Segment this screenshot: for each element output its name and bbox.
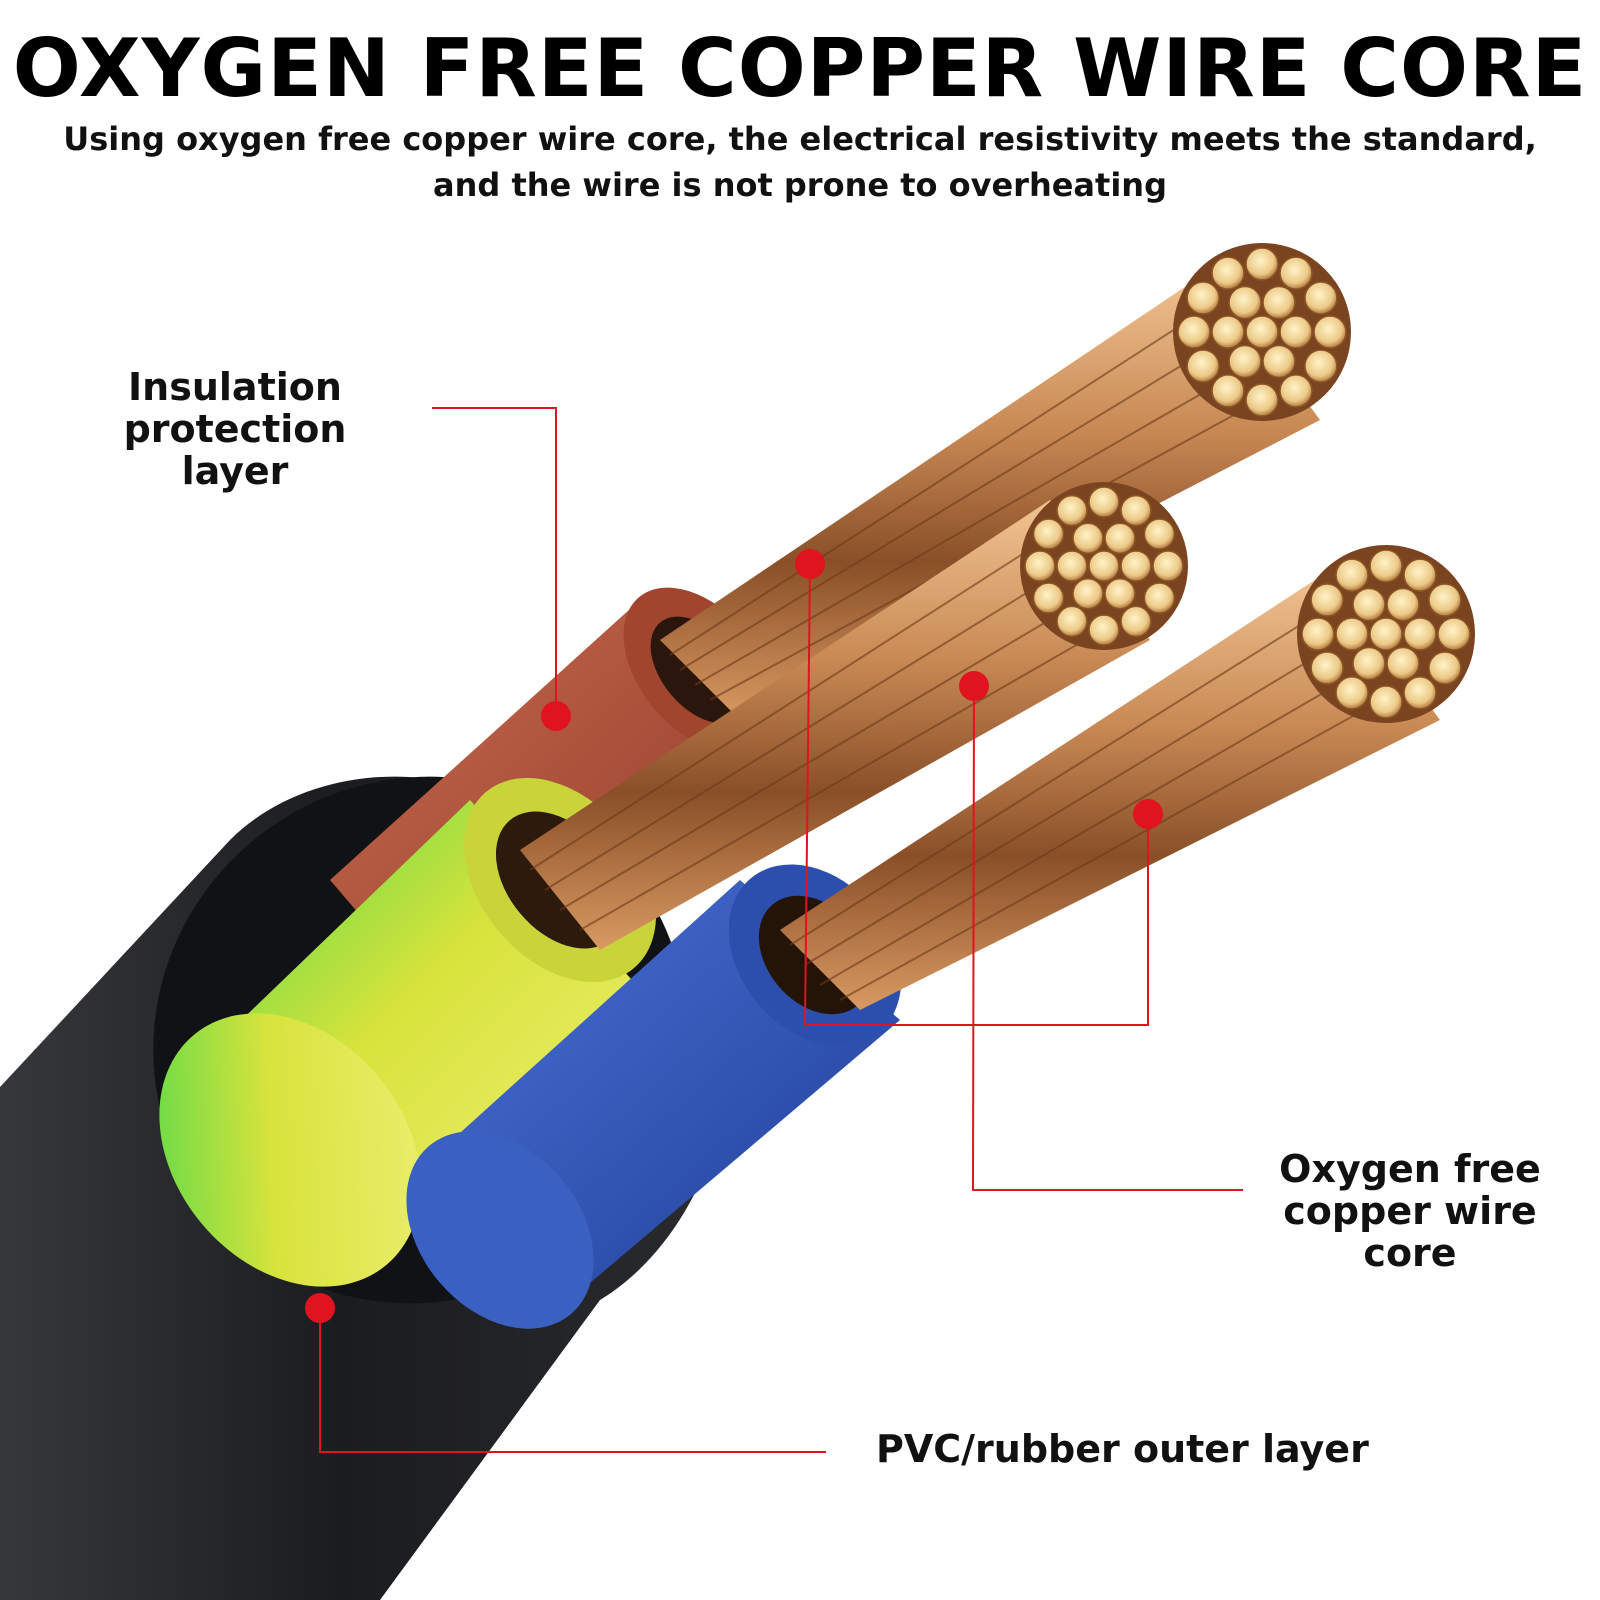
- label-insulation-line-2: protection layer: [123, 407, 347, 493]
- strand-end: [1304, 281, 1338, 315]
- green-yellow-conductor: [159, 500, 1150, 1287]
- strand-end: [1088, 486, 1120, 518]
- strand-end: [1279, 256, 1313, 290]
- strand-end: [1024, 550, 1056, 582]
- strand-end: [1143, 582, 1176, 614]
- strand-end: [1369, 617, 1403, 651]
- strand-end: [1228, 285, 1262, 320]
- strand-end: [1032, 518, 1065, 550]
- strand-end: [1310, 651, 1344, 685]
- strand-end: [1403, 617, 1437, 651]
- strand-end: [1211, 315, 1245, 349]
- strand-end: [1279, 374, 1313, 408]
- strand-end: [1088, 614, 1120, 646]
- callout-outer: [319, 1308, 826, 1453]
- callout-dot-outer: [305, 1293, 335, 1323]
- strand-end: [1120, 494, 1152, 527]
- strand-end: [1335, 617, 1369, 651]
- strand-end: [1304, 349, 1338, 383]
- strand-end: [1143, 518, 1176, 550]
- label-outer-line-1: PVC/rubber outer layer: [876, 1427, 1369, 1471]
- subtitle-line-2: and the wire is not prone to overheating: [433, 166, 1167, 204]
- strand-end: [1088, 550, 1120, 582]
- strand-end: [1152, 550, 1184, 582]
- strand-bundle-middle: [1020, 482, 1188, 650]
- strand-bundle-bottom: [1297, 545, 1475, 723]
- strand-end: [1104, 522, 1136, 555]
- strand-end: [1056, 605, 1088, 638]
- strand-end: [1211, 256, 1245, 290]
- callout-dot-core-1: [795, 549, 825, 579]
- strand-end: [1403, 558, 1437, 592]
- strand-end: [1301, 617, 1335, 651]
- strand-end: [1335, 558, 1369, 592]
- label-copper-core: Oxygen free copper wire core: [1240, 1148, 1580, 1274]
- strand-end: [1428, 583, 1462, 617]
- label-insulation-layer: Insulation protection layer: [70, 366, 400, 492]
- strand-end: [1245, 315, 1279, 349]
- strand-end: [1245, 383, 1279, 417]
- strand-end: [1245, 247, 1279, 281]
- label-outer-layer: PVC/rubber outer layer: [876, 1428, 1396, 1470]
- strand-end: [1072, 577, 1104, 610]
- strand-end: [1262, 285, 1296, 320]
- strand-end: [1386, 587, 1420, 622]
- label-insulation-line-1: Insulation: [128, 365, 342, 409]
- strand-end: [1056, 494, 1088, 527]
- strand-bundle-top: [1173, 243, 1351, 421]
- strand-end: [1056, 550, 1088, 582]
- strand-end: [1177, 315, 1211, 349]
- callout-core: [803, 563, 1243, 1191]
- strand-end: [1369, 549, 1403, 583]
- strand-end: [1310, 583, 1344, 617]
- page-subtitle: Using oxygen free copper wire core, the …: [20, 116, 1580, 208]
- strand-end: [1120, 605, 1152, 638]
- strand-end: [1352, 646, 1386, 681]
- callout-dot-core-3: [1133, 799, 1163, 829]
- strand-end: [1262, 344, 1296, 379]
- strand-end: [1104, 577, 1136, 610]
- strand-end: [1352, 587, 1386, 622]
- callout-insulation: [432, 407, 557, 716]
- strand-end: [1428, 651, 1462, 685]
- strand-end: [1032, 582, 1065, 614]
- strand-end: [1186, 349, 1220, 383]
- strand-end: [1120, 550, 1152, 582]
- strand-end: [1335, 676, 1369, 710]
- strand-end: [1228, 344, 1262, 379]
- strand-end: [1211, 374, 1245, 408]
- label-core-line-2: copper wire core: [1283, 1189, 1537, 1275]
- strand-end: [1186, 281, 1220, 315]
- strand-end: [1279, 315, 1313, 349]
- callout-dot-insulation: [541, 701, 571, 731]
- callout-dot-core-2: [959, 671, 989, 701]
- strand-end: [1386, 646, 1420, 681]
- blue-conductor: [406, 570, 1440, 1329]
- subtitle-line-1: Using oxygen free copper wire core, the …: [63, 120, 1537, 158]
- strand-end: [1369, 685, 1403, 719]
- label-core-line-1: Oxygen free: [1279, 1147, 1541, 1191]
- strand-end: [1072, 522, 1104, 555]
- strand-end: [1437, 617, 1471, 651]
- page-title: OXYGEN FREE COPPER WIRE CORE: [12, 22, 1588, 115]
- strand-end: [1403, 676, 1437, 710]
- strand-end: [1313, 315, 1347, 349]
